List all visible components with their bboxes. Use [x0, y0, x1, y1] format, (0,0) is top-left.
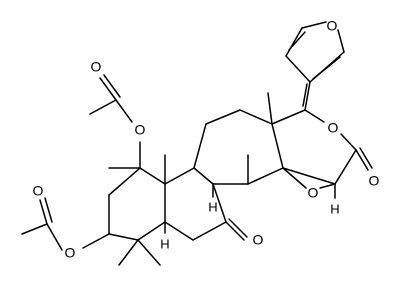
bond	[108, 167, 141, 196]
bond	[193, 167, 214, 185]
bond	[288, 31, 306, 51]
bond	[271, 123, 284, 169]
bond	[139, 167, 166, 185]
bond	[267, 92, 273, 125]
bond	[82, 233, 110, 249]
bond	[39, 199, 48, 225]
bond	[164, 221, 194, 241]
atom-label-acetate2-ester-o: O	[65, 245, 76, 261]
bond	[205, 109, 241, 125]
bond	[239, 109, 273, 125]
bond	[46, 223, 63, 251]
bond	[212, 183, 227, 223]
atom-label-ketone-o: O	[253, 232, 264, 248]
atom-label-h-bc-junction: H	[208, 199, 217, 214]
atom-label-h-epoxide: H	[330, 201, 339, 216]
bond	[115, 99, 133, 123]
bond	[137, 221, 166, 241]
bond	[355, 149, 369, 171]
atom-label-lactone-ring-o: O	[328, 120, 339, 136]
bond	[302, 83, 308, 107]
bond	[359, 147, 373, 169]
atom-label-acetate1-carbonyl-o: O	[91, 59, 102, 75]
bond	[99, 77, 117, 101]
bond	[282, 167, 307, 189]
atom-label-acetate1-ester-o: O	[135, 122, 146, 138]
bond	[228, 218, 248, 238]
bond	[164, 167, 195, 185]
bond	[319, 183, 336, 189]
bond	[108, 233, 139, 241]
atom-label-epoxide-o: O	[308, 185, 319, 201]
bond	[304, 109, 325, 123]
bond	[285, 27, 303, 57]
bond	[301, 21, 327, 29]
bond	[103, 74, 121, 98]
bond	[89, 99, 117, 115]
atom-label-lactone-carbonyl-o: O	[369, 173, 380, 189]
bond	[285, 55, 311, 83]
bond	[193, 123, 207, 169]
bond	[21, 223, 48, 235]
atom-label-h-ab-junction: H	[160, 236, 169, 251]
bond	[334, 149, 357, 185]
bond	[337, 29, 345, 53]
bond-lines	[21, 21, 373, 266]
bond	[340, 133, 357, 151]
bond	[44, 197, 53, 223]
bond	[304, 81, 311, 111]
bond	[118, 239, 139, 266]
bond	[192, 221, 227, 241]
atom-label-furan-o: O	[327, 18, 338, 34]
bond	[312, 56, 341, 80]
atom-labels: O O O O O O O O O H H H	[33, 18, 380, 261]
bond	[137, 239, 161, 266]
bond	[282, 167, 336, 185]
bond	[225, 221, 245, 241]
atom-label-acetate2-carbonyl-o: O	[33, 183, 44, 199]
bond	[271, 109, 306, 125]
bond	[247, 167, 284, 185]
